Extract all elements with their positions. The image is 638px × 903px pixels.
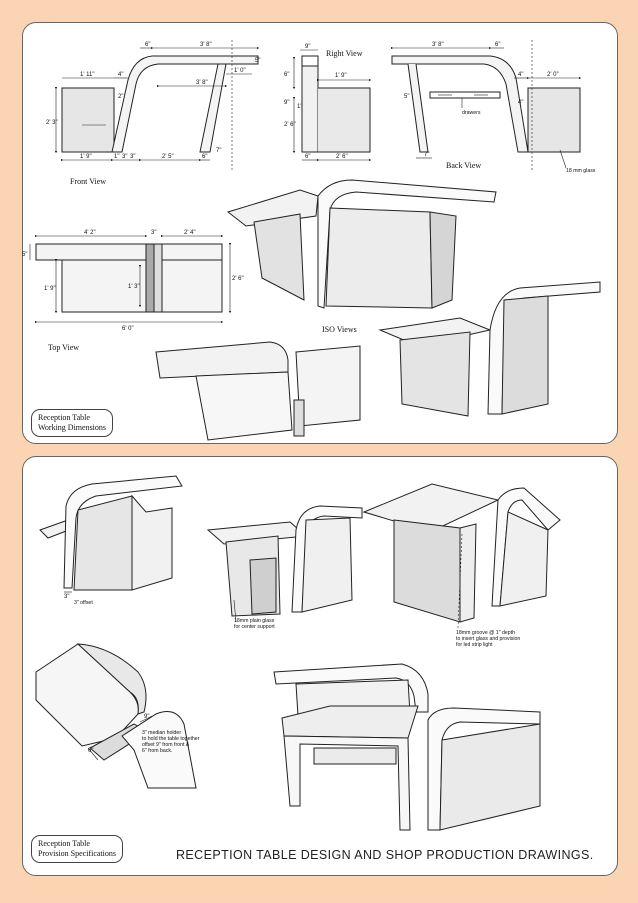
right-dim-base: 2' 6" bbox=[336, 154, 348, 160]
back-dim-4in-b: 4" bbox=[518, 100, 523, 106]
front-dim-2in: 2" bbox=[118, 94, 123, 100]
front-dim-3in-b: 3" bbox=[130, 154, 135, 160]
front-dim-4in: 4" bbox=[118, 72, 123, 78]
front-dim-1ft: 1' 0" bbox=[234, 68, 246, 74]
back-dim-6in: 6" bbox=[495, 42, 500, 48]
holder-note-line4: 6" from back. bbox=[142, 748, 172, 754]
glass-note-line2: for center support bbox=[234, 624, 275, 630]
groove-note-line2: to insert glass and provision bbox=[456, 636, 520, 642]
back-dim-5in: 5" bbox=[404, 94, 409, 100]
top-dim-1ft3: 1' 3" bbox=[128, 284, 140, 290]
provision-iso-offset bbox=[39, 475, 183, 593]
iso-view-side bbox=[378, 281, 601, 417]
right-dim-height: 2' 6" bbox=[284, 122, 296, 128]
working-dimensions-tag: Reception Table Working Dimensions bbox=[31, 409, 114, 437]
back-dim-4in: 4" bbox=[518, 72, 523, 78]
front-dim-1in: 1" bbox=[114, 154, 119, 160]
provision-iso-glass bbox=[206, 505, 363, 623]
right-dim-9in: 9" bbox=[284, 100, 289, 106]
holder-note-line2: to hold the table together bbox=[142, 736, 200, 742]
top-dim-depth: 1' 9" bbox=[44, 286, 56, 292]
offset-note: 3" offset bbox=[74, 600, 93, 606]
back-dim-top-width: 3' 8" bbox=[432, 42, 444, 48]
provision-iso-large bbox=[273, 663, 541, 831]
front-dim-3in-a: 3" bbox=[122, 154, 127, 160]
glass-note-line1: 18mm plain glass bbox=[234, 618, 275, 624]
front-dim-side-width: 1' 11" bbox=[80, 72, 95, 78]
front-dim-top-width: 3' 8" bbox=[200, 42, 212, 48]
front-dim-base: 1' 9" bbox=[80, 154, 92, 160]
front-view-drawing bbox=[54, 40, 260, 170]
right-dim-depth: 1' 9" bbox=[335, 73, 347, 79]
front-dim-6in: 6" bbox=[145, 42, 150, 48]
front-dim-5in: 5" bbox=[255, 58, 260, 64]
footer-title: RECEPTION TABLE DESIGN AND SHOP PRODUCTI… bbox=[176, 848, 594, 862]
right-view-drawing bbox=[292, 49, 372, 162]
top-dim-total: 6' 0" bbox=[122, 326, 134, 332]
groove-note-line3: for led strip light bbox=[456, 642, 493, 648]
provision-iso-groove bbox=[362, 483, 561, 629]
iso-view-front bbox=[155, 341, 361, 441]
top-dim-2ft6: 2' 6" bbox=[232, 276, 244, 282]
offset-dim: 3" bbox=[64, 594, 69, 600]
front-dim-height: 2' 3" bbox=[46, 120, 58, 126]
provision-holder-detail bbox=[35, 643, 197, 789]
right-dim-6in-base: 6" bbox=[305, 154, 310, 160]
back-view-drawing bbox=[390, 40, 582, 170]
front-dim-inner-width: 3' 8" bbox=[196, 80, 208, 86]
front-dim-6in-b: 6" bbox=[202, 154, 207, 160]
provision-tag-line1: Reception Table bbox=[38, 839, 90, 848]
right-dim-6in: 6" bbox=[284, 72, 289, 78]
provision-specifications-tag: Reception Table Provision Specifications bbox=[31, 835, 123, 863]
right-view-label: Right View bbox=[326, 49, 363, 58]
top-view-label: Top View bbox=[48, 343, 79, 352]
holder-dim-9in: 9" bbox=[144, 714, 149, 720]
provision-tag-line2: Provision Specifications bbox=[38, 849, 116, 858]
holder-note-line3: offset 9" from front & bbox=[142, 742, 190, 748]
front-dim-7in: 7" bbox=[216, 148, 221, 154]
holder-dim-6in: 6" bbox=[88, 748, 93, 754]
back-drawers-note: drawers bbox=[462, 110, 481, 116]
holder-note-line1: 3" median holder bbox=[142, 730, 181, 736]
working-tag-line1: Reception Table bbox=[38, 413, 90, 422]
back-dim-7in: 7" bbox=[424, 152, 429, 158]
groove-note-line1: 18mm groove @ 1" depth bbox=[456, 630, 515, 636]
top-dim-3in: 3" bbox=[151, 230, 156, 236]
working-tag-line2: Working Dimensions bbox=[38, 423, 107, 432]
back-view-label: Back View bbox=[446, 161, 481, 170]
iso-view-main bbox=[226, 179, 497, 309]
iso-views-label: ISO Views bbox=[322, 325, 357, 334]
front-dim-center: 2' 5" bbox=[162, 154, 174, 160]
right-dim-9in-top: 9" bbox=[305, 44, 310, 50]
back-glass-note: 18 mm glass bbox=[566, 168, 596, 174]
back-dim-2ft: 2' 0" bbox=[547, 72, 559, 78]
top-dim-5in: 5" bbox=[22, 252, 27, 258]
top-dim-side: 2' 4" bbox=[184, 230, 196, 236]
right-dim-1in: 1" bbox=[297, 104, 302, 110]
front-view-label: Front View bbox=[70, 177, 106, 186]
top-dim-main: 4' 2" bbox=[84, 230, 96, 236]
top-view-drawing bbox=[29, 234, 232, 324]
